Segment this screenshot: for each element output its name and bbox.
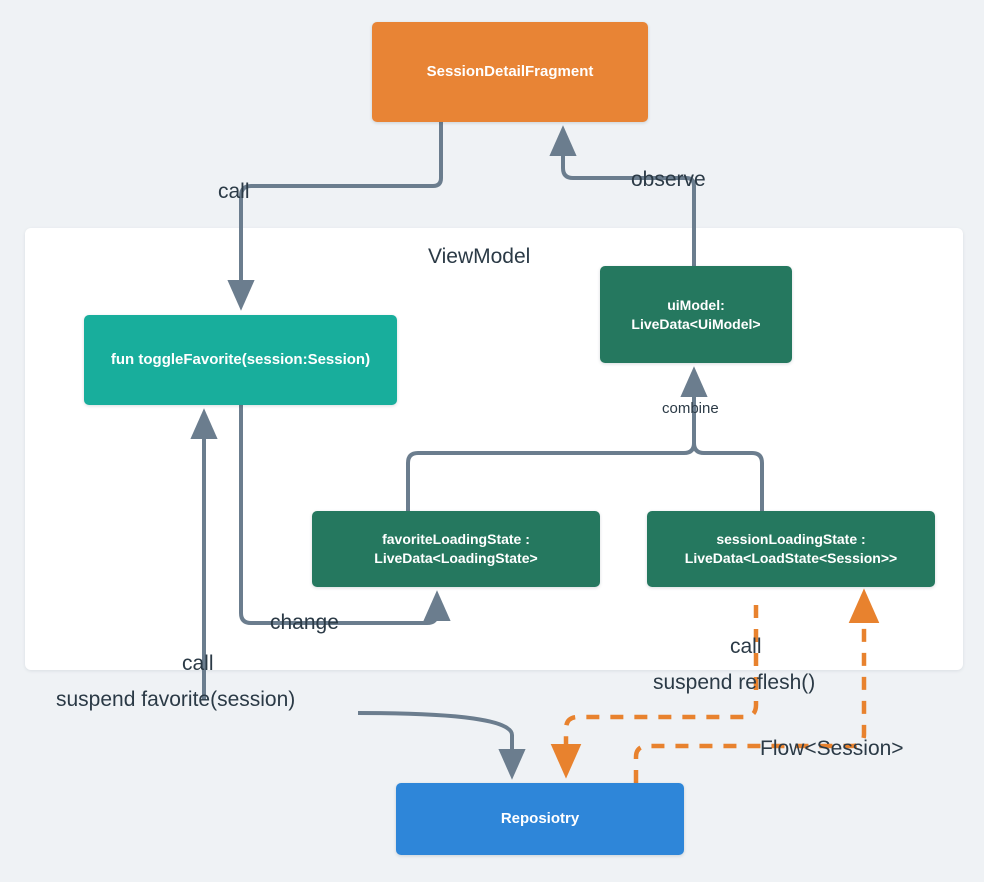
edge-label-flow-session: Flow<Session> bbox=[760, 737, 904, 760]
node-label-line1: uiModel: bbox=[667, 296, 725, 313]
node-label: Reposiotry bbox=[500, 809, 580, 827]
edge-label-observe: observe bbox=[631, 168, 706, 191]
edge-label-call-top: call bbox=[218, 180, 250, 203]
edge-label-call-left: call bbox=[182, 652, 214, 675]
node-label: SessionDetailFragment bbox=[426, 62, 594, 80]
edge-toggle-to-repo bbox=[357, 711, 526, 780]
viewmodel-group-title: ViewModel bbox=[428, 245, 531, 268]
node-label-line2: LiveData<LoadState<Session>> bbox=[684, 550, 898, 566]
node-label-line1: sessionLoadingState : bbox=[716, 531, 866, 548]
node-ui-model[interactable]: uiModel: LiveData<UiModel> bbox=[600, 266, 792, 363]
viewmodel-group-panel bbox=[25, 228, 963, 670]
edge-label-combine: combine bbox=[662, 400, 719, 417]
node-session-detail-fragment[interactable]: SessionDetailFragment bbox=[372, 22, 648, 122]
node-label: fun toggleFavorite(session:Session) bbox=[110, 350, 371, 368]
node-toggle-favorite[interactable]: fun toggleFavorite(session:Session) bbox=[84, 315, 397, 405]
node-session-loading-state[interactable]: sessionLoadingState : LiveData<LoadState… bbox=[647, 511, 935, 587]
edge-label-call-right: call bbox=[730, 635, 762, 658]
edge-label-suspend-favorite: suspend favorite(session) bbox=[56, 688, 296, 711]
node-label-line2: LiveData<UiModel> bbox=[631, 315, 761, 332]
edge-label-change: change bbox=[270, 611, 339, 634]
node-label-line1: favoriteLoadingState : bbox=[382, 531, 530, 548]
node-favorite-loading-state[interactable]: favoriteLoadingState : LiveData<LoadingS… bbox=[312, 511, 600, 587]
node-label-line2: LiveData<LoadingState> bbox=[374, 550, 538, 566]
node-repository[interactable]: Reposiotry bbox=[396, 783, 684, 855]
edge-label-suspend-reflesh: suspend reflesh() bbox=[653, 671, 816, 694]
